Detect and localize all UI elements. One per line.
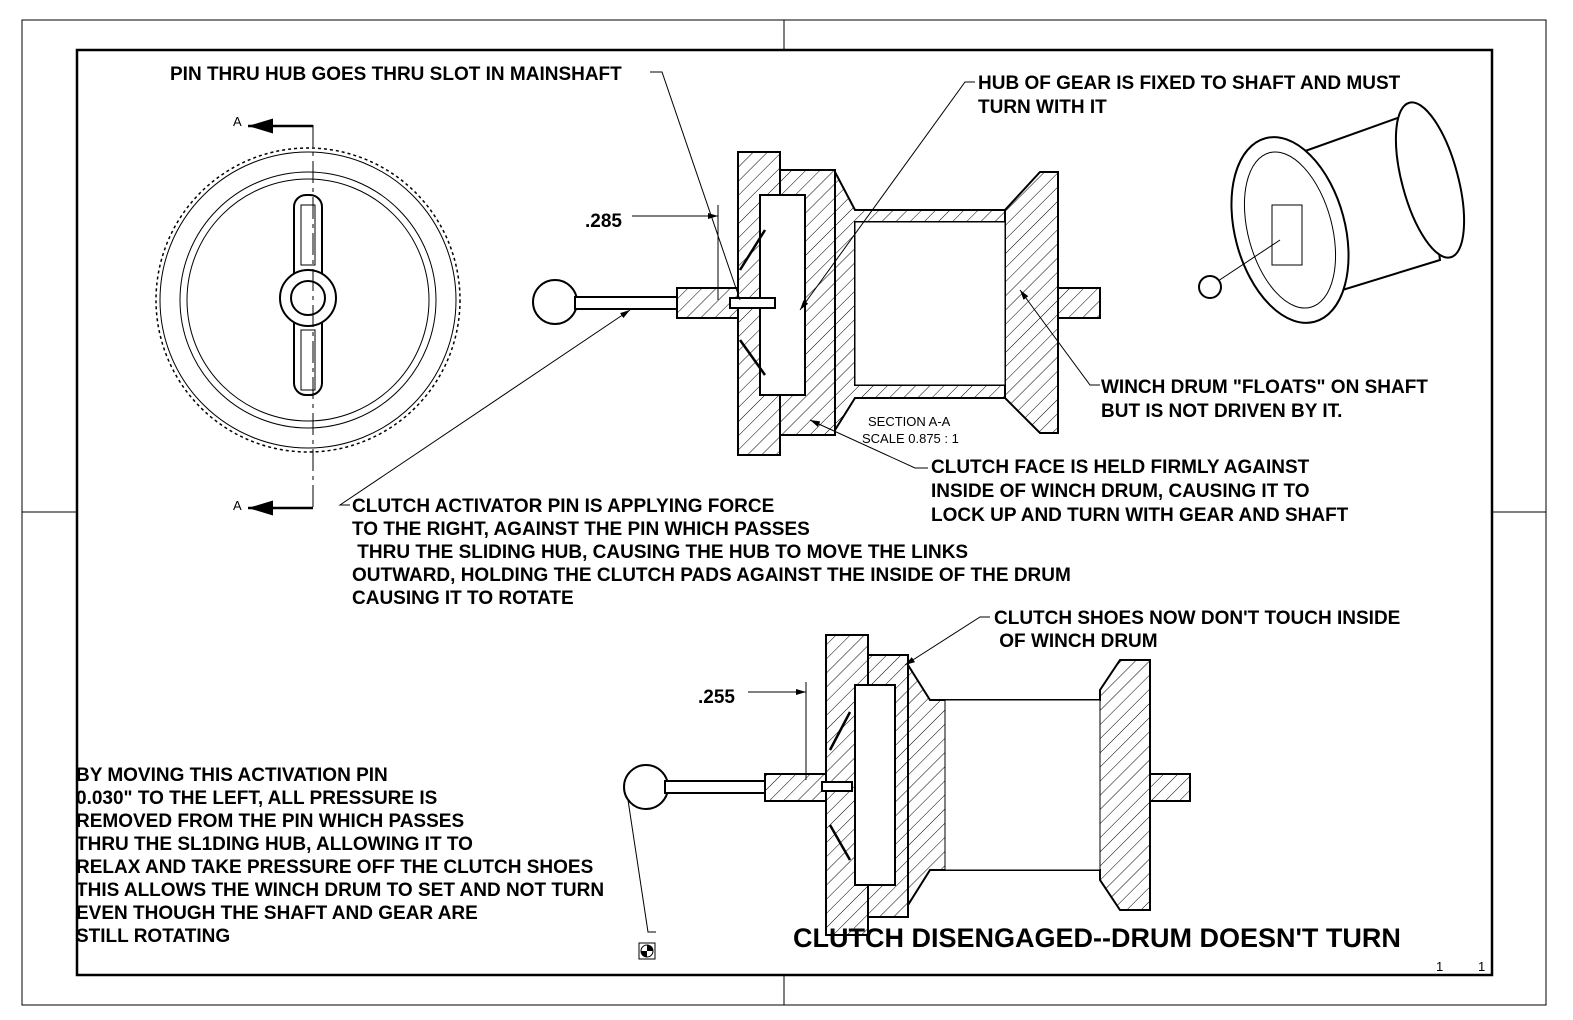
zone-marks xyxy=(22,20,1546,1005)
svg-text:EVEN THOUGH THE SHAFT AND GEAR: EVEN THOUGH THE SHAFT AND GEAR ARE xyxy=(76,903,478,924)
note-winch-drum-floats: WINCH DRUM "FLOATS" ON SHAFT BUT IS NOT … xyxy=(1101,377,1428,422)
section-view-disengaged xyxy=(623,634,1191,936)
gear-front-view xyxy=(155,147,461,453)
svg-text:REMOVED FROM THE PIN WHICH PAS: REMOVED FROM THE PIN WHICH PASSES xyxy=(76,811,464,832)
svg-text:THIS ALLOWS THE WINCH DRUM TO: THIS ALLOWS THE WINCH DRUM TO SET AND NO… xyxy=(76,880,604,901)
svg-text:THRU THE SLIDING HUB, CAUSING: THRU THE SLIDING HUB, CAUSING THE HUB TO… xyxy=(352,542,968,563)
svg-text:CAUSING IT TO ROTATE: CAUSING IT TO ROTATE xyxy=(352,588,574,609)
note-clutch-shoes: CLUTCH SHOES NOW DON'T TOUCH INSIDE OF W… xyxy=(994,608,1400,652)
dimension-engaged: .285 xyxy=(585,211,622,232)
svg-text:OF WINCH DRUM: OF WINCH DRUM xyxy=(994,631,1158,652)
note-clutch-face: CLUTCH FACE IS HELD FIRMLY AGAINST INSID… xyxy=(931,457,1349,526)
note-pin-thru-hub: PIN THRU HUB GOES THRU SLOT IN MAINSHAFT xyxy=(170,64,622,85)
svg-text:OUTWARD, HOLDING THE CLUTCH PA: OUTWARD, HOLDING THE CLUTCH PADS AGAINST… xyxy=(352,565,1071,586)
svg-text:LOCK UP AND TURN WITH GEAR AND: LOCK UP AND TURN WITH GEAR AND SHAFT xyxy=(931,505,1349,526)
datum-symbol-icon xyxy=(638,942,656,960)
svg-text:WINCH DRUM "FLOATS" ON SHAFT: WINCH DRUM "FLOATS" ON SHAFT xyxy=(1101,377,1428,398)
svg-text:RELAX AND TAKE PRESSURE OFF TH: RELAX AND TAKE PRESSURE OFF THE CLUTCH S… xyxy=(76,857,593,878)
svg-text:STILL ROTATING: STILL ROTATING xyxy=(76,926,230,947)
note-clutch-activator: CLUTCH ACTIVATOR PIN IS APPLYING FORCE T… xyxy=(352,496,1071,609)
note-moving-pin: BY MOVING THIS ACTIVATION PIN 0.030" TO … xyxy=(76,765,604,947)
svg-text:INSIDE OF WINCH DRUM, CAUSING: INSIDE OF WINCH DRUM, CAUSING IT TO xyxy=(931,481,1310,502)
svg-text:CLUTCH FACE IS HELD FIRMLY AGA: CLUTCH FACE IS HELD FIRMLY AGAINST xyxy=(931,457,1310,478)
svg-text:HUB OF GEAR IS FIXED TO SHAFT: HUB OF GEAR IS FIXED TO SHAFT AND MUST xyxy=(978,73,1401,94)
svg-text:BY MOVING THIS ACTIVATION PIN: BY MOVING THIS ACTIVATION PIN xyxy=(76,765,388,786)
isometric-view xyxy=(1198,101,1466,324)
svg-text:THRU THE SL1DING HUB, ALLOWING: THRU THE SL1DING HUB, ALLOWING IT TO xyxy=(76,834,473,855)
svg-text:0.030" TO THE LEFT, ALL PRESSU: 0.030" TO THE LEFT, ALL PRESSURE IS xyxy=(76,788,437,809)
svg-text:CLUTCH ACTIVATOR PIN IS APPLYI: CLUTCH ACTIVATOR PIN IS APPLYING FORCE xyxy=(352,496,774,517)
leader-lines xyxy=(338,71,1100,933)
drawing-frame xyxy=(75,48,1494,977)
section-arrow-label-bottom: A xyxy=(233,498,242,513)
section-scale: SCALE 0.875 : 1 xyxy=(862,431,959,446)
svg-text:CLUTCH SHOES NOW DON'T TOUCH I: CLUTCH SHOES NOW DON'T TOUCH INSIDE xyxy=(994,608,1400,629)
dimension-disengaged: .255 xyxy=(698,687,735,708)
sheet-mark: 1 xyxy=(1478,959,1485,974)
section-label: SECTION A-A xyxy=(868,414,951,429)
section-view-engaged xyxy=(532,151,1101,456)
section-line-a-a: A A xyxy=(233,114,314,516)
sheet-mark: 1 xyxy=(1436,959,1443,974)
drawing-title: CLUTCH DISENGAGED--DRUM DOESN'T TURN xyxy=(793,923,1401,953)
svg-text:TO THE RIGHT, AGAINST THE PIN: TO THE RIGHT, AGAINST THE PIN WHICH PASS… xyxy=(352,519,810,540)
note-hub-of-gear: HUB OF GEAR IS FIXED TO SHAFT AND MUST T… xyxy=(978,73,1401,118)
svg-text:TURN WITH IT: TURN WITH IT xyxy=(978,97,1107,118)
svg-text:BUT IS NOT DRIVEN BY IT.: BUT IS NOT DRIVEN BY IT. xyxy=(1101,401,1342,422)
section-arrow-label-top: A xyxy=(233,114,242,129)
